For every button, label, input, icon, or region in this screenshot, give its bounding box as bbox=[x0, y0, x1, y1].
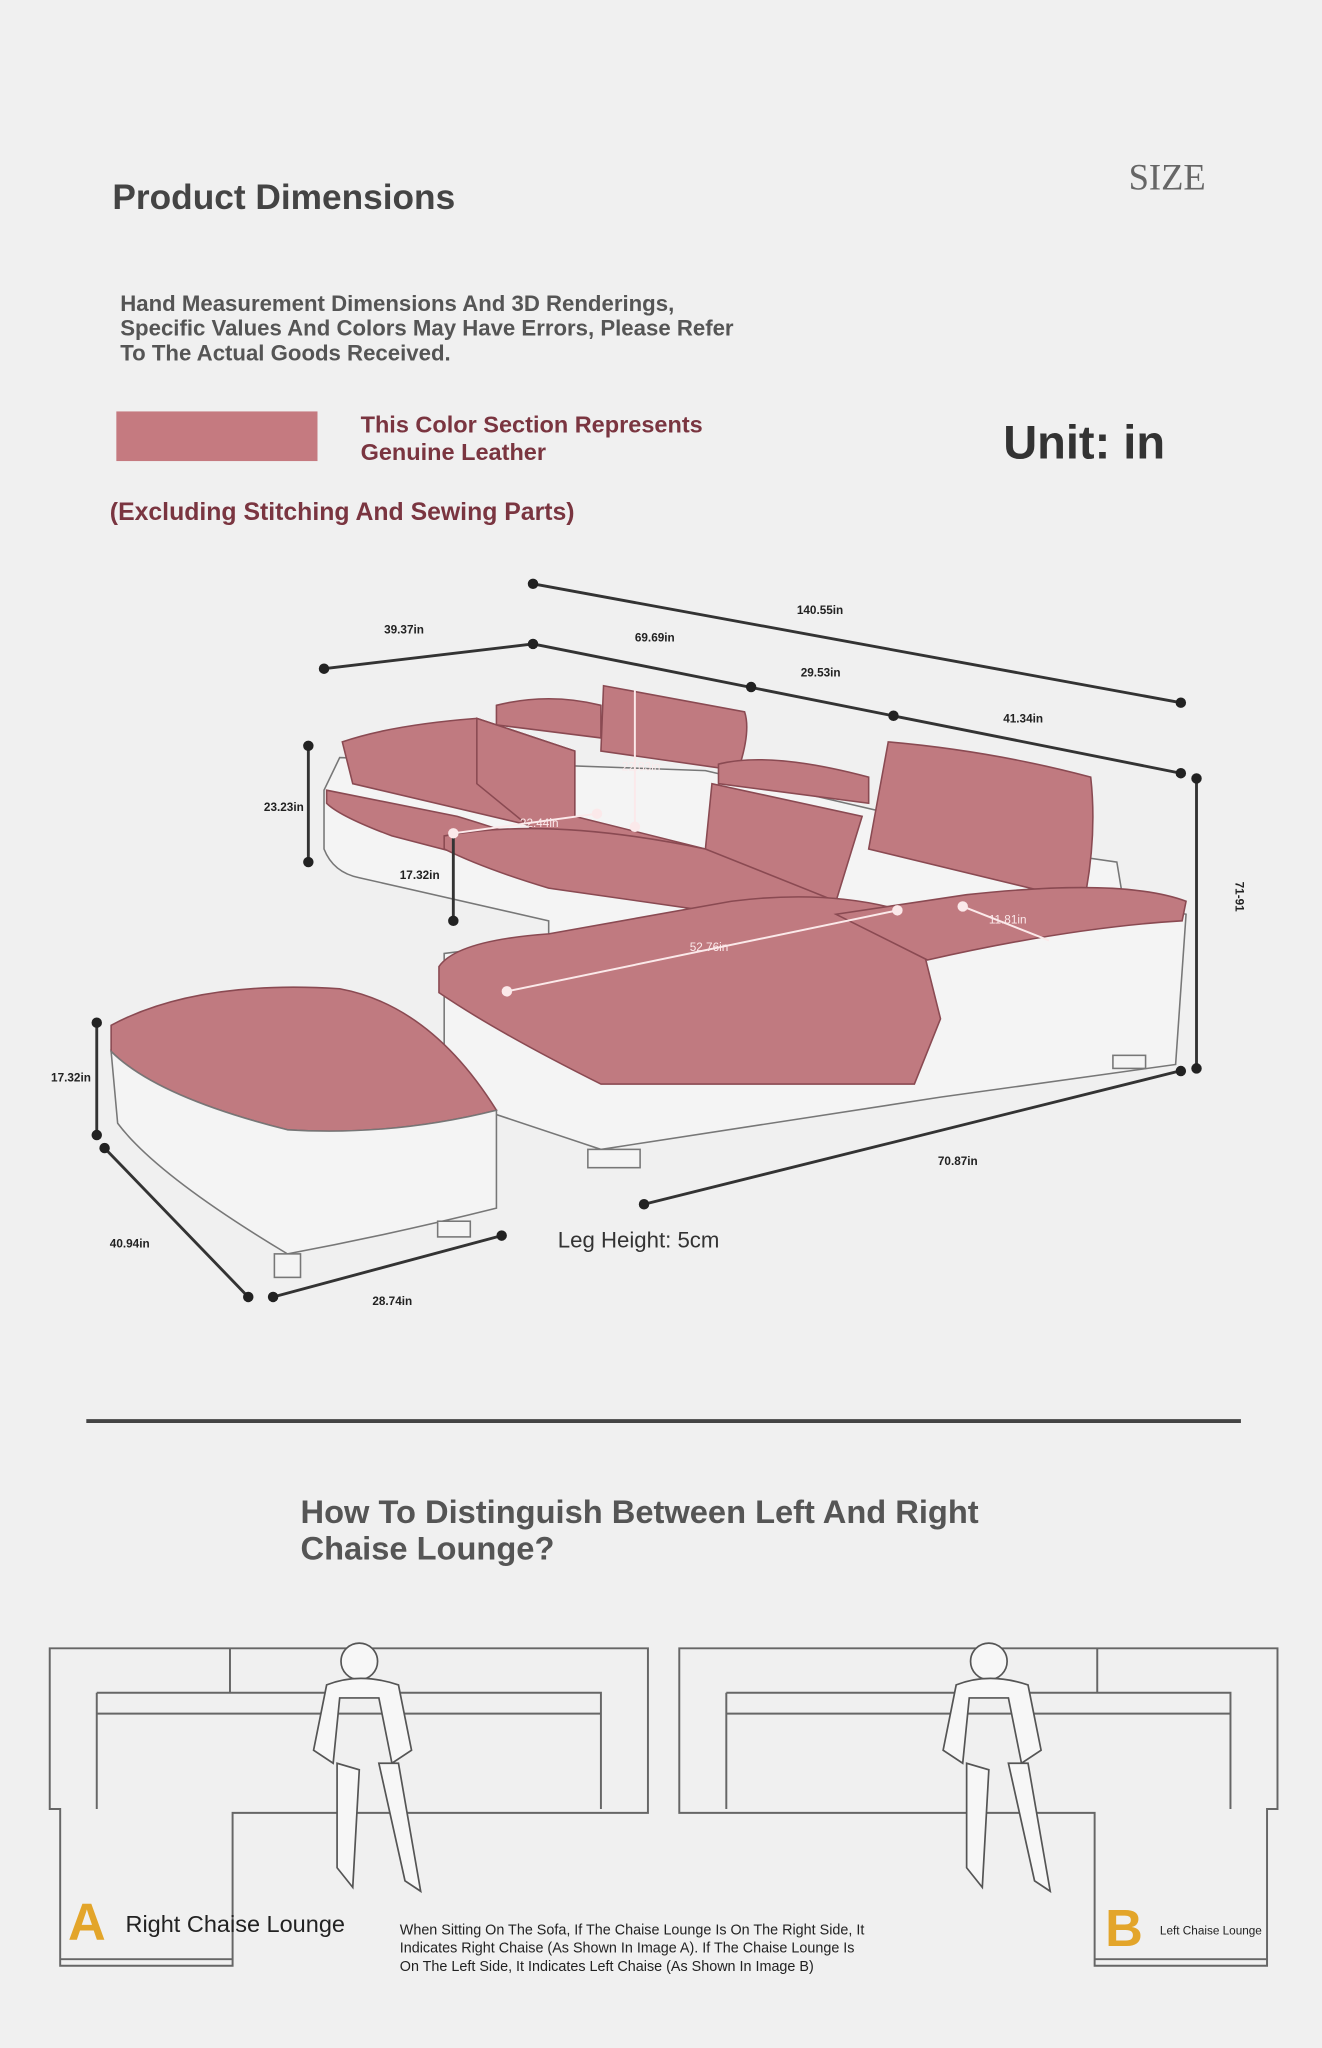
dim-left-depth: 39.37in bbox=[384, 623, 424, 636]
seated-person-icon bbox=[312, 1642, 422, 1894]
chaise-section-title: Chaise Lounge? bbox=[301, 1530, 555, 1567]
size-logo: SIZE bbox=[1129, 156, 1206, 197]
leg-height-label: Leg Height: 5cm bbox=[558, 1227, 720, 1252]
chaise-explanation: Indicates Right Chaise (As Shown In Imag… bbox=[400, 1941, 855, 1957]
dim-middle-length: 29.53in bbox=[801, 667, 841, 680]
disclaimer-line: To The Actual Goods Received. bbox=[120, 340, 450, 365]
dim-ottoman-length: 40.94in bbox=[110, 1237, 150, 1250]
page-title: Product Dimensions bbox=[112, 178, 455, 217]
dim-back-height: 23.23in bbox=[264, 801, 304, 814]
dim-ottoman-width: 28.74in bbox=[372, 1295, 412, 1308]
dim-chaise-length: 52.76in bbox=[690, 941, 729, 954]
b-letter-badge: B bbox=[1105, 1900, 1143, 1958]
leather-legend-label: Genuine Leather bbox=[361, 439, 546, 465]
leather-note: (Excluding Stitching And Sewing Parts) bbox=[110, 499, 575, 526]
leather-color-swatch bbox=[116, 411, 318, 462]
dimension-lines bbox=[91, 578, 1202, 1303]
dim-headrest-height: 22.83in bbox=[622, 761, 661, 774]
dim-total-length: 140.55in bbox=[797, 604, 843, 617]
disclaimer-line: Specific Values And Colors May Have Erro… bbox=[120, 316, 734, 341]
chaise-explanation: When Sitting On The Sofa, If The Chaise … bbox=[400, 1922, 865, 1938]
dim-total-height: 71-91 bbox=[1233, 882, 1246, 913]
chaise-section-title: How To Distinguish Between Left And Righ… bbox=[301, 1493, 979, 1530]
seated-person-icon bbox=[942, 1642, 1052, 1894]
dim-seat-height: 17.32in bbox=[400, 869, 440, 882]
unit-label: Unit: in bbox=[1003, 415, 1165, 468]
dim-arm-width: 11.81in bbox=[989, 913, 1027, 926]
a-letter-badge: A bbox=[68, 1894, 106, 1952]
dim-back-length: 69.69in bbox=[635, 631, 675, 644]
right-chaise-diagram: A Right Chaise Lounge bbox=[48, 1642, 649, 1967]
dim-right-length: 41.34in bbox=[1003, 712, 1043, 725]
dim-chaise-width: 70.87in bbox=[938, 1155, 978, 1168]
dim-ottoman-height: 17.32in bbox=[51, 1071, 91, 1084]
sectional-sofa-drawing bbox=[110, 684, 1187, 1279]
left-chaise-diagram: B Left Chaise Lounge bbox=[678, 1642, 1279, 1967]
leather-legend-label: This Color Section Represents bbox=[361, 411, 703, 437]
a-label: Right Chaise Lounge bbox=[125, 1911, 345, 1937]
chaise-explanation: On The Left Side, It Indicates Left Chai… bbox=[400, 1959, 814, 1975]
disclaimer-line: Hand Measurement Dimensions And 3D Rende… bbox=[120, 291, 674, 316]
b-label: Left Chaise Lounge bbox=[1160, 1924, 1262, 1937]
dim-seat-depth: 22.44in bbox=[520, 817, 559, 830]
